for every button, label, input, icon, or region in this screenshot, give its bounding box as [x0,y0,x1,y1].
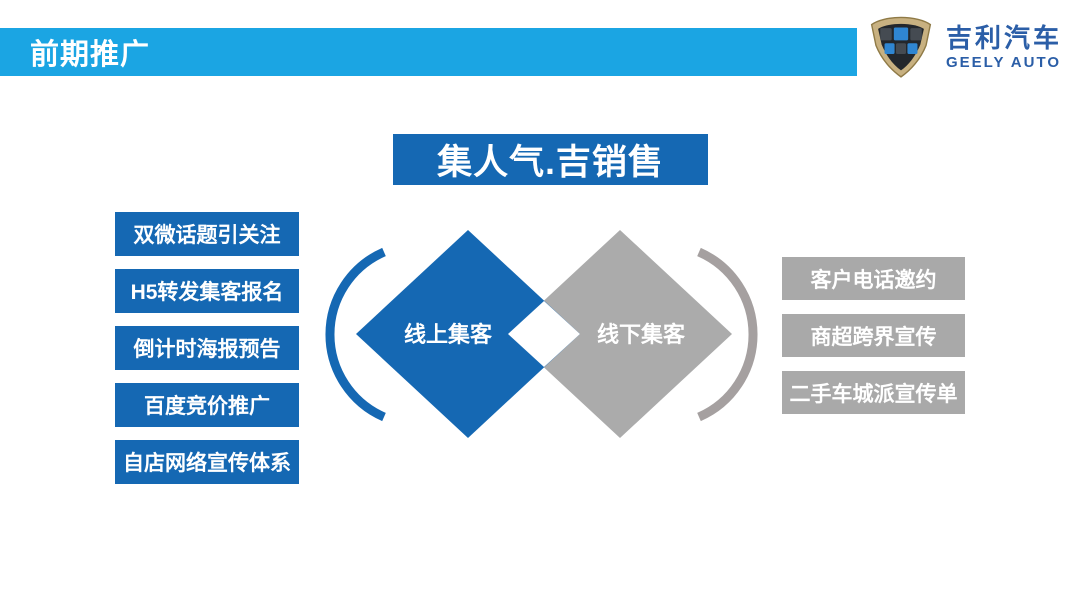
online-diamond [356,230,580,438]
offline-diamond [508,230,732,438]
left-bracket-arc [325,247,386,422]
brand-name-en: GEELY AUTO [945,54,1062,72]
left-promo-box-5: 自店网络宣传体系 [115,440,299,484]
right-promo-box-3: 二手车城派宣传单 [782,371,965,414]
geely-logo: 吉利汽车 GEELY AUTO [865,16,1062,79]
online-label: 线上集客 [404,322,493,347]
left-promo-box-1: 双微话题引关注 [115,212,299,256]
logo-text: 吉利汽车 GEELY AUTO [945,22,1062,72]
left-promo-list: 双微话题引关注 H5转发集客报名 倒计时海报预告 百度竞价推广 自店网络宣传体系 [115,212,299,484]
right-promo-list: 客户电话邀约 商超跨界宣传 二手车城派宣传单 [782,257,965,414]
page-title: 前期推广 [30,39,151,71]
geely-emblem-icon [870,16,932,78]
left-promo-box-4: 百度竞价推广 [115,383,299,427]
overlap-diamond [508,301,580,367]
right-promo-box-1: 客户电话邀约 [782,257,965,300]
right-bracket-arc [697,247,758,422]
left-promo-box-3: 倒计时海报预告 [115,326,299,370]
banner-title: 集人气.吉销售 [437,143,664,182]
left-promo-box-2: H5转发集客报名 [115,269,299,313]
brand-name-cn: 吉利汽车 [945,22,1062,53]
right-promo-box-2: 商超跨界宣传 [782,314,965,357]
section-banner: 集人气.吉销售 [393,134,708,185]
offline-label: 线下集客 [597,322,686,347]
header-bar: 前期推广 [0,28,857,76]
